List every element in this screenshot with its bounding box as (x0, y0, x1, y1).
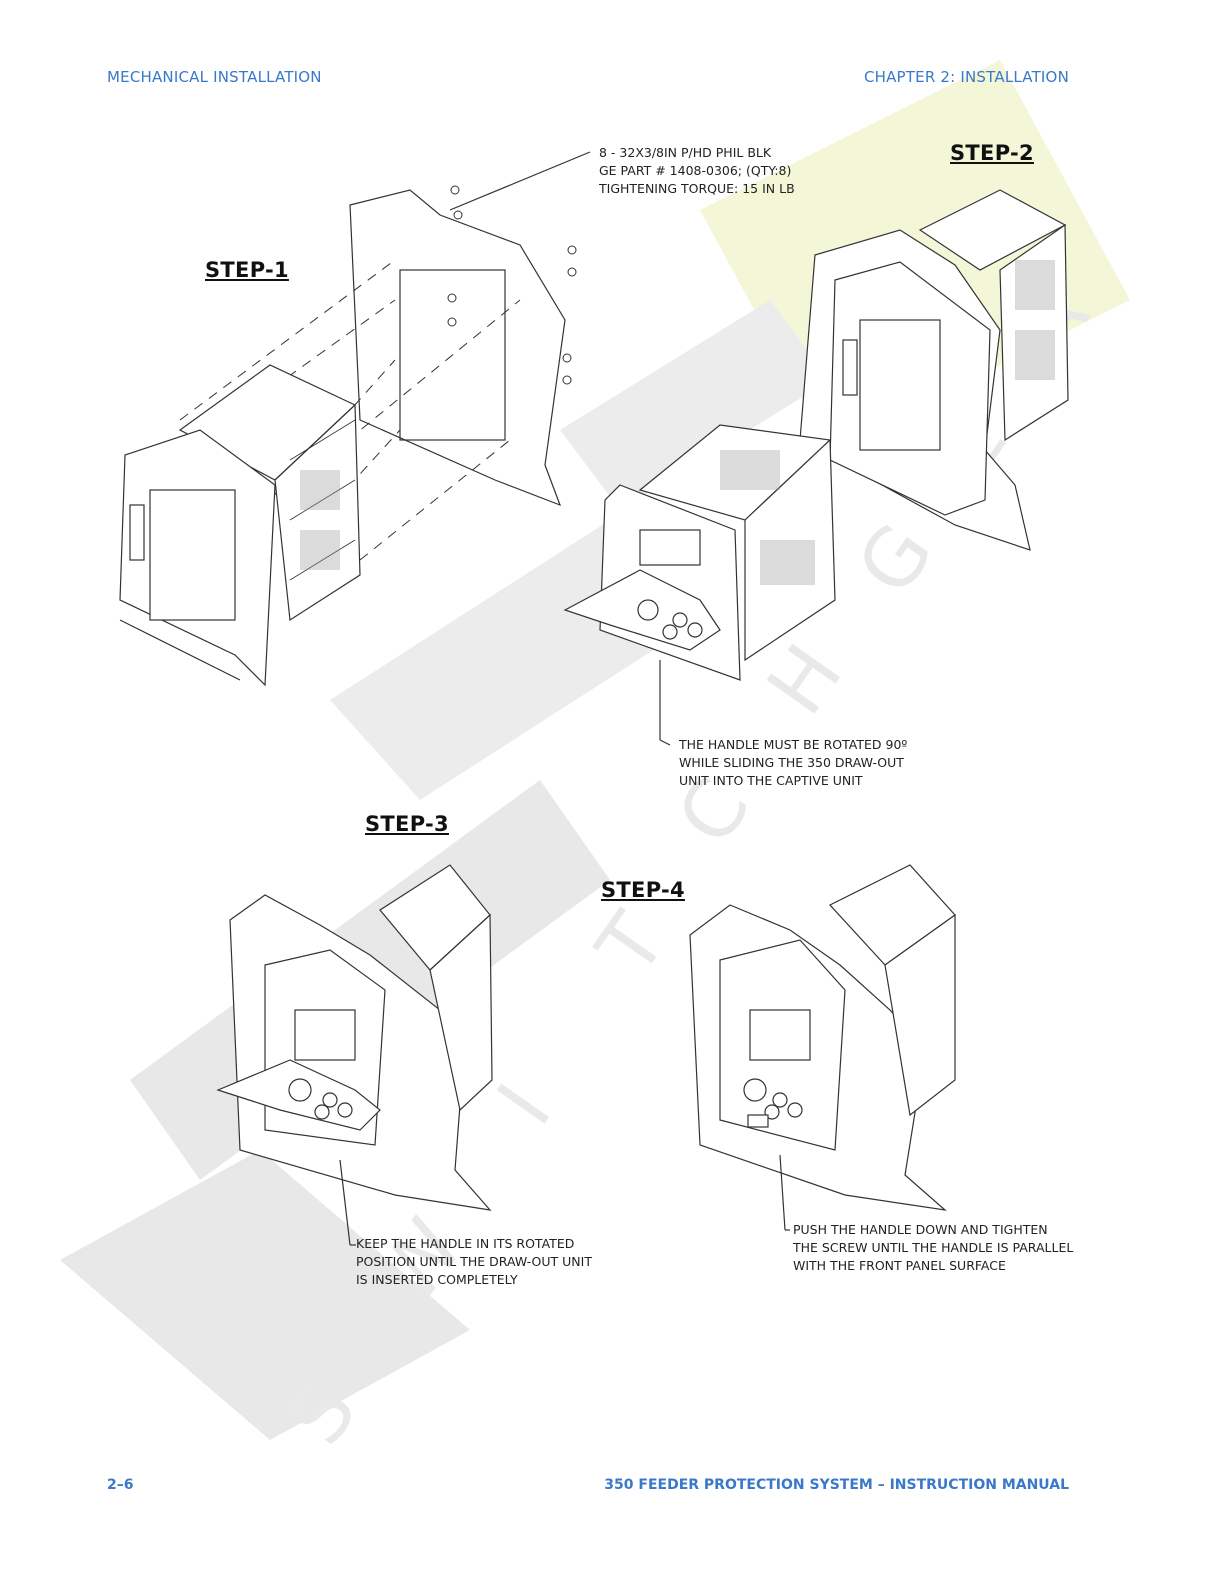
handle-rotate-line-1: THE HANDLE MUST BE ROTATED 90º (679, 737, 908, 752)
step1-label: STEP-1 (205, 258, 289, 282)
step3-label: STEP-3 (365, 812, 449, 836)
step2-drawout-unit (563, 424, 836, 746)
step1-panel (179, 151, 591, 561)
keep-handle-note: KEEP THE HANDLE IN ITS ROTATED POSITION … (356, 1235, 592, 1289)
keep-handle-line-3: IS INSERTED COMPLETELY (356, 1272, 518, 1287)
screw-spec-line-2: GE PART # 1408-0306; (QTY:8) (599, 163, 792, 178)
step2-label: STEP-2 (950, 141, 1034, 165)
handle-rotate-note: THE HANDLE MUST BE ROTATED 90º WHILE SLI… (679, 736, 907, 790)
footer-manual-title: 350 FEEDER PROTECTION SYSTEM – INSTRUCTI… (604, 1477, 1069, 1493)
push-handle-note: PUSH THE HANDLE DOWN AND TIGHTEN THE SCR… (793, 1221, 1073, 1275)
handle-rotate-line-2: WHILE SLIDING THE 350 DRAW-OUT (679, 755, 904, 770)
step2-captive-in-panel (799, 189, 1069, 551)
step3-drawout-inserting (216, 864, 493, 1246)
step4-label: STEP-4 (601, 878, 685, 902)
screw-spec-note: 8 - 32X3/8IN P/HD PHIL BLK GE PART # 140… (599, 144, 795, 198)
page-number: 2–6 (107, 1477, 134, 1493)
push-handle-line-3: WITH THE FRONT PANEL SURFACE (793, 1258, 1006, 1273)
header-chapter-title: CHAPTER 2: INSTALLATION (863, 68, 1069, 86)
push-handle-line-2: THE SCREW UNTIL THE HANDLE IS PARALLEL (793, 1240, 1074, 1255)
header-section-title: MECHANICAL INSTALLATION (107, 68, 322, 86)
screw-spec-line-3: TIGHTENING TORQUE: 15 IN LB (599, 181, 795, 196)
step1-captive-unit (119, 364, 361, 687)
handle-rotate-line-3: UNIT INTO THE CAPTIVE UNIT (679, 773, 863, 788)
push-handle-line-1: PUSH THE HANDLE DOWN AND TIGHTEN (793, 1222, 1048, 1237)
screw-spec-line-1: 8 - 32X3/8IN P/HD PHIL BLK (599, 145, 772, 160)
keep-handle-line-1: KEEP THE HANDLE IN ITS ROTATED (356, 1236, 575, 1251)
keep-handle-line-2: POSITION UNTIL THE DRAW-OUT UNIT (356, 1254, 592, 1269)
step4-drawout-installed (689, 864, 956, 1231)
